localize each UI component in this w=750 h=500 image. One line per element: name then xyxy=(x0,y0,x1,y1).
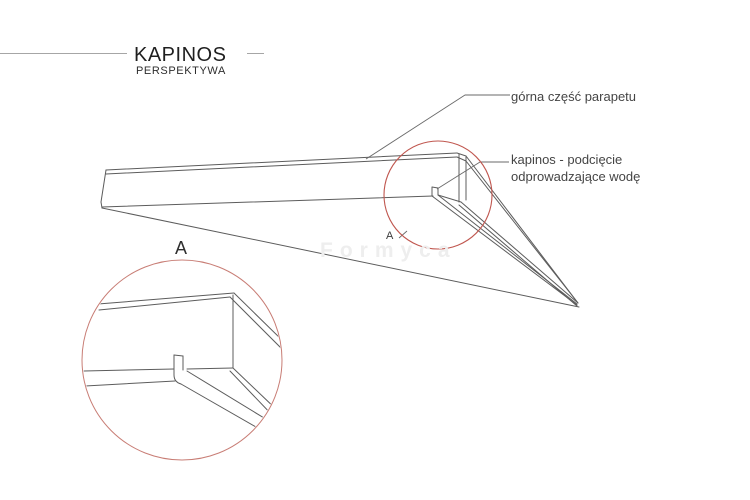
detail-view-drawing xyxy=(83,292,281,432)
page-title: KAPINOS xyxy=(134,44,227,66)
detail-groove-left xyxy=(84,380,176,387)
sill-top-front-edge xyxy=(105,156,458,175)
sill-top-back-edge xyxy=(105,152,458,171)
detail-bottom-edge-left xyxy=(83,368,175,372)
annotation-kapinos-line2: odprowadzające wodę xyxy=(511,169,641,184)
detail-end-bottom-edge-1 xyxy=(232,367,280,413)
detail-groove-inner xyxy=(186,370,270,422)
end-top-edge-1 xyxy=(456,152,467,157)
sill-bottom-edge xyxy=(101,195,434,208)
annotation-kapinos-line1: kapinos - podcięcie xyxy=(511,152,623,167)
detail-top-front-edge xyxy=(98,296,231,311)
header-rule-left xyxy=(0,53,127,54)
watermark-text: Formyca xyxy=(320,239,457,262)
detail-hook-outer-edge xyxy=(173,354,182,385)
annotation-kapinos: kapinos - podcięcie odprowadzające wodę xyxy=(511,151,640,185)
detail-end-top-edge-2 xyxy=(229,296,281,349)
end-top-edge-2 xyxy=(456,156,467,162)
underside-diagonal xyxy=(101,207,580,308)
kapinos-notch xyxy=(431,186,439,197)
detail-hook-top xyxy=(173,354,184,357)
detail-groove-outer xyxy=(180,383,264,432)
detail-marker-label: A xyxy=(386,230,394,242)
leader-lines xyxy=(365,94,510,239)
depth-edge-bottom-2 xyxy=(458,204,578,307)
sill-left-end-edge xyxy=(100,169,107,209)
detail-bottom-edge-right xyxy=(186,367,234,370)
leader-kapinos xyxy=(436,161,509,190)
header-rule-right xyxy=(247,53,264,54)
leader-top-surface xyxy=(365,94,510,160)
detail-end-top-edge-1 xyxy=(233,292,281,345)
sill-perspective-drawing xyxy=(100,152,580,308)
detail-top-back-edge xyxy=(97,292,235,305)
depth-edge-top xyxy=(465,155,579,304)
annotation-top-surface: górna część parapetu xyxy=(511,89,637,104)
detail-view-label: A xyxy=(175,238,188,258)
depth-edge-bottom xyxy=(460,201,579,304)
sill-bottom-edge-right xyxy=(437,194,462,203)
kapinos-groove-line-1 xyxy=(431,195,578,306)
kapinos-groove-line-2 xyxy=(437,194,578,305)
detail-view-circle xyxy=(81,259,283,461)
depth-edge-top-2 xyxy=(465,160,579,304)
detail-marker-tick xyxy=(398,230,408,239)
detail-callout-circle xyxy=(383,140,493,250)
page-subtitle: PERSPEKTYWA xyxy=(136,65,226,77)
